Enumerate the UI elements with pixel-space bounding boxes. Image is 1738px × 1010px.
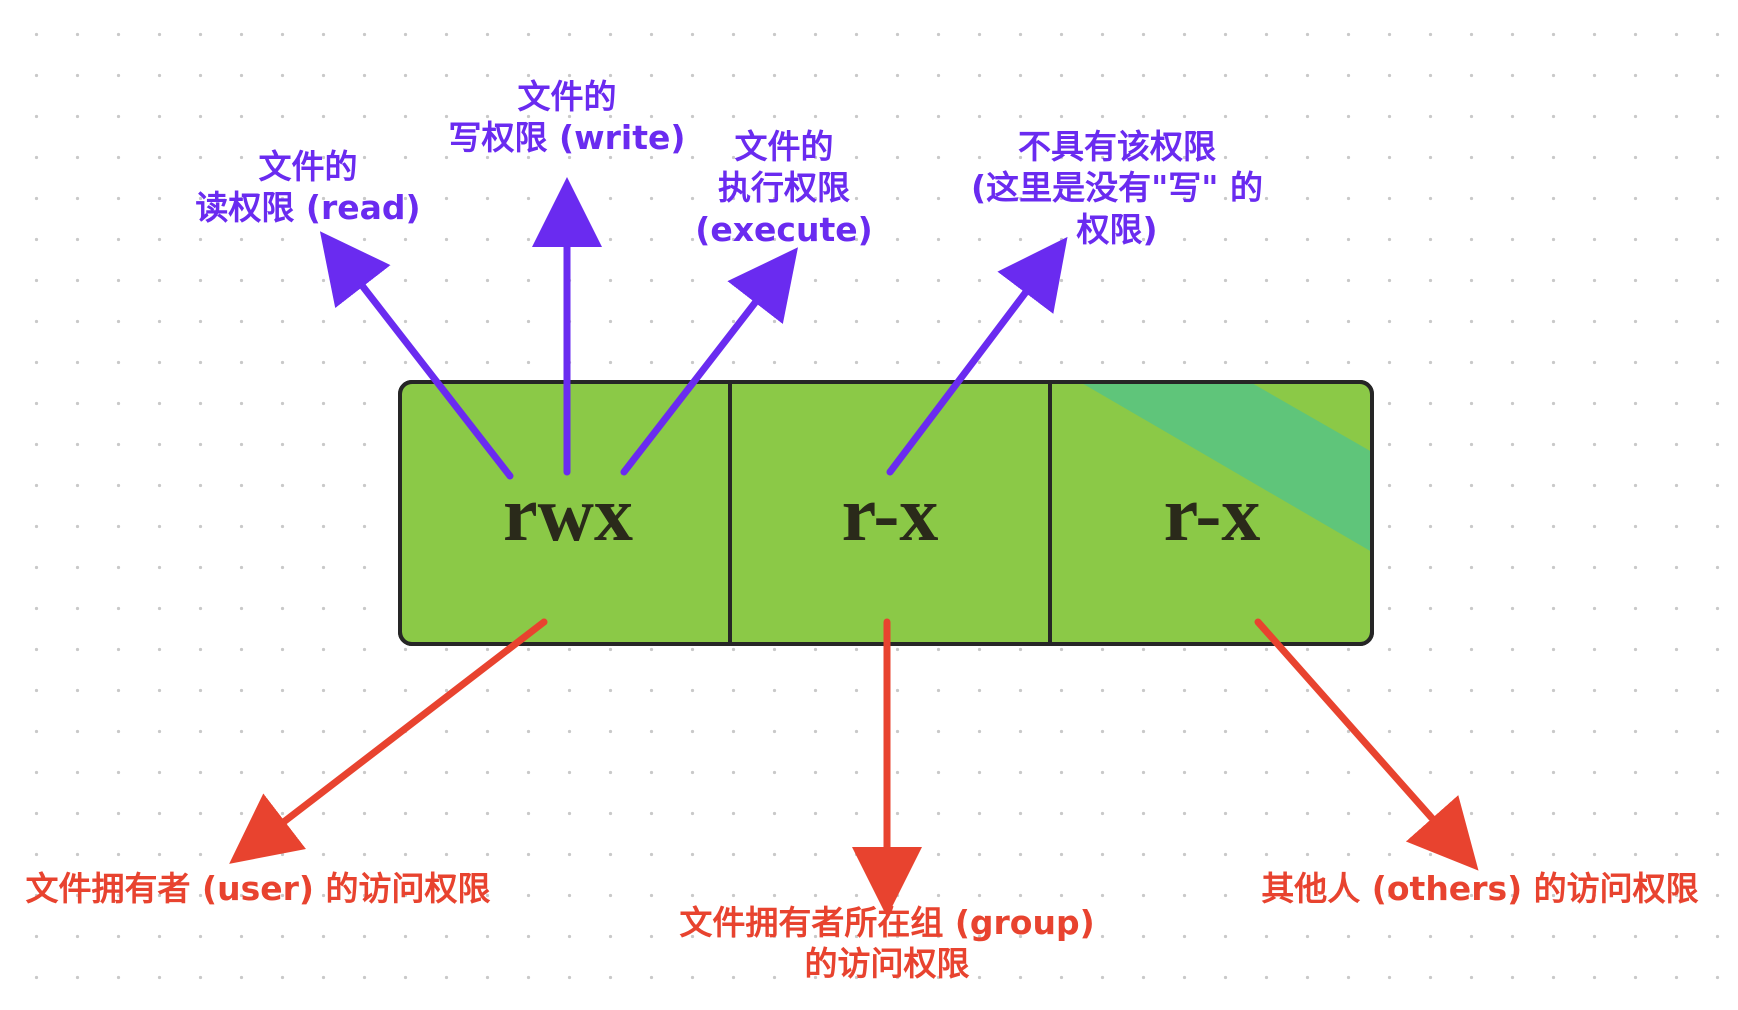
user-label-line1: 文件拥有者 (user) 的访问权限 bbox=[25, 869, 491, 908]
read-arrow bbox=[319, 231, 514, 480]
user-access-label: 文件拥有者 (user) 的访问权限 bbox=[8, 868, 508, 909]
execute-arrow bbox=[620, 247, 798, 476]
others-permission-text: r-x bbox=[1164, 470, 1261, 557]
no-permission-line1: 不具有该权限 bbox=[1018, 127, 1216, 166]
execute-label-line1: 文件的 bbox=[734, 127, 834, 166]
read-permission-label: 文件的 读权限 (read) bbox=[188, 146, 428, 229]
write-label-line1: 文件的 bbox=[517, 77, 617, 116]
bottom-arrows bbox=[229, 618, 1479, 917]
group-permission-text: r-x bbox=[842, 470, 939, 557]
group-access-label: 文件拥有者所在组 (group) 的访问权限 bbox=[657, 902, 1117, 985]
group-label-line2: 的访问权限 bbox=[804, 944, 970, 984]
group-label-line1: 文件拥有者所在组 (group) bbox=[679, 903, 1095, 942]
others-arrow bbox=[1254, 618, 1479, 871]
no-permission-arrow bbox=[886, 236, 1068, 476]
execute-label-line3: (execute) bbox=[695, 209, 873, 249]
write-label-line2: 写权限 (write) bbox=[448, 118, 686, 158]
others-access-label: 其他人 (others) 的访问权限 bbox=[1230, 868, 1730, 909]
read-label-line2: 读权限 (read) bbox=[195, 188, 421, 228]
user-arrow bbox=[229, 618, 548, 864]
user-permission-text: rwx bbox=[503, 470, 633, 557]
execute-label-line2: 执行权限 bbox=[718, 168, 850, 208]
read-label-line1: 文件的 bbox=[258, 147, 358, 186]
execute-permission-label: 文件的 执行权限 (execute) bbox=[684, 126, 884, 250]
highlight-band bbox=[1080, 382, 1372, 552]
no-permission-line2: (这里是没有"写" 的 bbox=[971, 168, 1263, 208]
permission-box: rwx r-x r-x bbox=[398, 380, 1374, 646]
write-permission-label: 文件的 写权限 (write) bbox=[432, 76, 702, 159]
others-label-line1: 其他人 (others) 的访问权限 bbox=[1261, 869, 1699, 908]
no-permission-label: 不具有该权限 (这里是没有"写" 的 权限) bbox=[942, 126, 1292, 250]
top-arrows bbox=[319, 177, 1068, 480]
no-permission-line3: 权限) bbox=[1076, 209, 1158, 249]
